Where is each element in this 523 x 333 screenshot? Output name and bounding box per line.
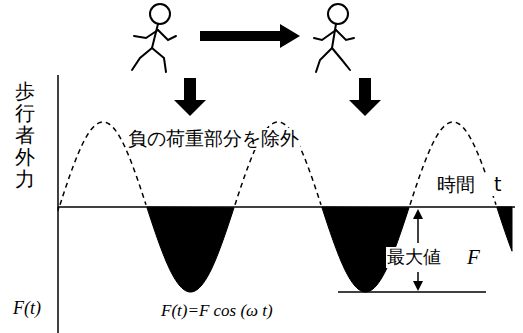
max-level-line xyxy=(338,291,486,293)
axis-label: 時間 t xyxy=(436,174,502,196)
direction-arrow xyxy=(200,24,300,48)
walker-figure xyxy=(132,4,176,72)
time-axis xyxy=(58,206,515,208)
positive-load-curve xyxy=(60,122,496,205)
arrow-head xyxy=(413,209,423,219)
axis-title: 歩行者外力 xyxy=(14,80,36,190)
negative-load-lobe xyxy=(58,207,512,292)
note-text: 負の荷重部分を除外 xyxy=(127,128,300,150)
dimension-label: 最大値 xyxy=(386,247,442,268)
down-arrow xyxy=(349,78,381,116)
down-arrow xyxy=(174,78,206,116)
axis-symbol: F(t) xyxy=(12,298,42,319)
y-axis xyxy=(57,75,59,333)
formula-text: F(t)=F cos (ω t) xyxy=(160,301,274,321)
arrow-head xyxy=(413,281,423,291)
walker-figure xyxy=(314,4,354,72)
symbol-label: F xyxy=(466,245,481,269)
